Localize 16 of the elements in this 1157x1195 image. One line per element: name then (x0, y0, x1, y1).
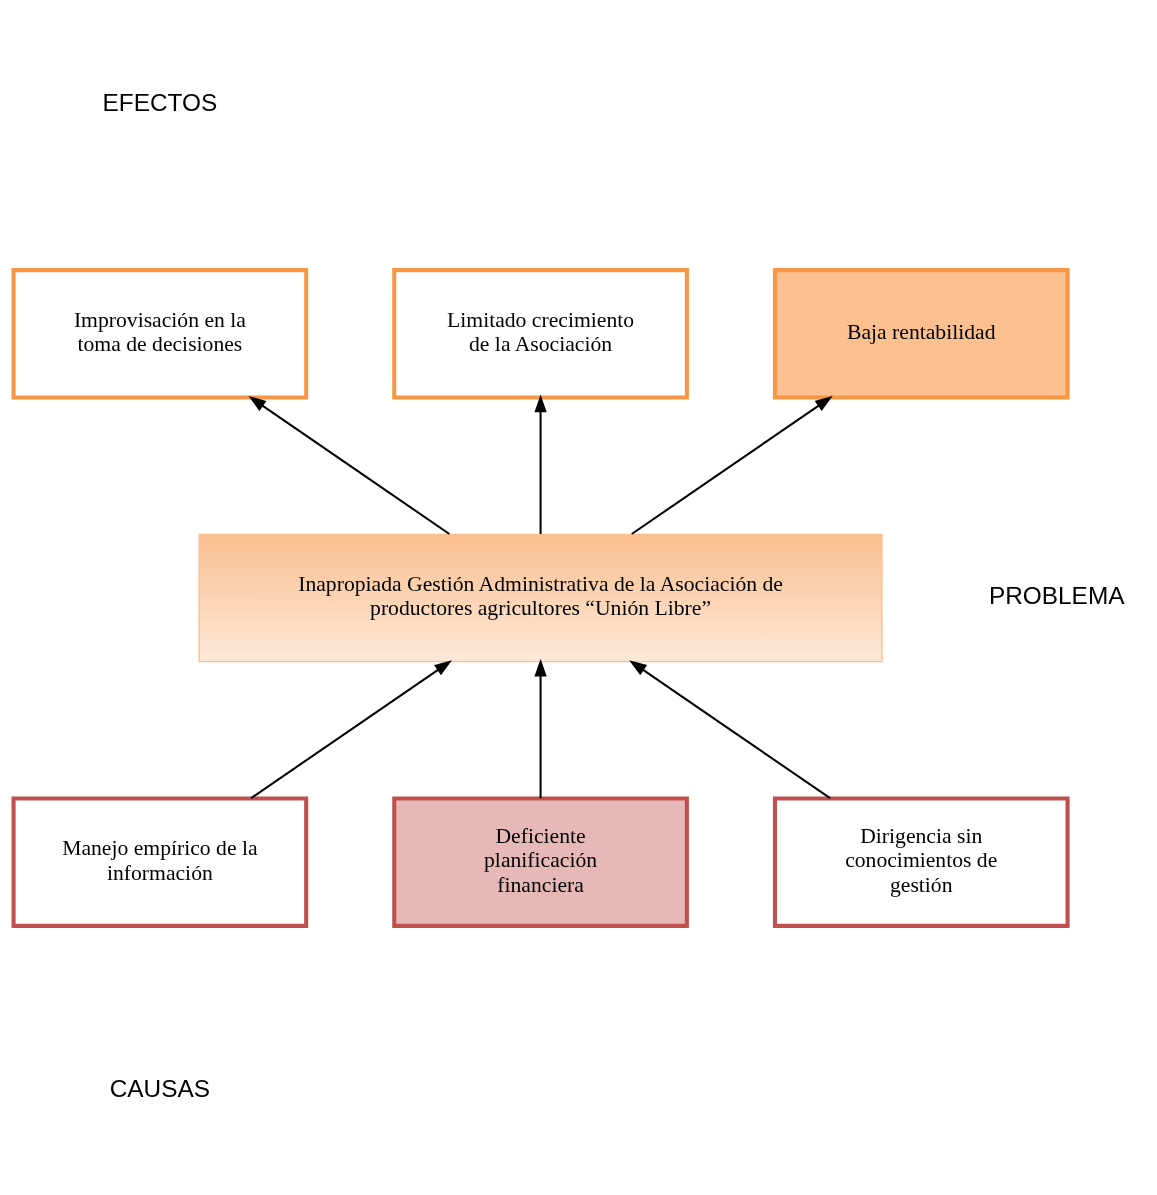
label: CAUSAS (109, 1074, 211, 1102)
label: PROBLEMA (988, 581, 1125, 609)
arrow (534, 394, 547, 534)
node-box: Dirigencia sin conocimientos de gestión (772, 795, 1070, 928)
arrow (250, 659, 452, 799)
node-box: Deficiente planificación financiera (392, 795, 689, 928)
arrow (248, 395, 450, 535)
node-box: Manejo empírico de la información (11, 795, 309, 928)
arrow (534, 658, 547, 798)
node-box: Limitado crecimiento de la Asociación (392, 267, 689, 400)
node-box: Baja rentabilidad (772, 267, 1070, 400)
arrow (629, 659, 831, 799)
label: EFECTOS (102, 88, 218, 116)
node-box: Improvisación en la toma de decisiones (11, 267, 309, 400)
node-box: Inapropiada Gestión Administrativa de la Asociación de productores agricultores “Unión Libre” (198, 533, 883, 662)
arrow (631, 395, 833, 535)
